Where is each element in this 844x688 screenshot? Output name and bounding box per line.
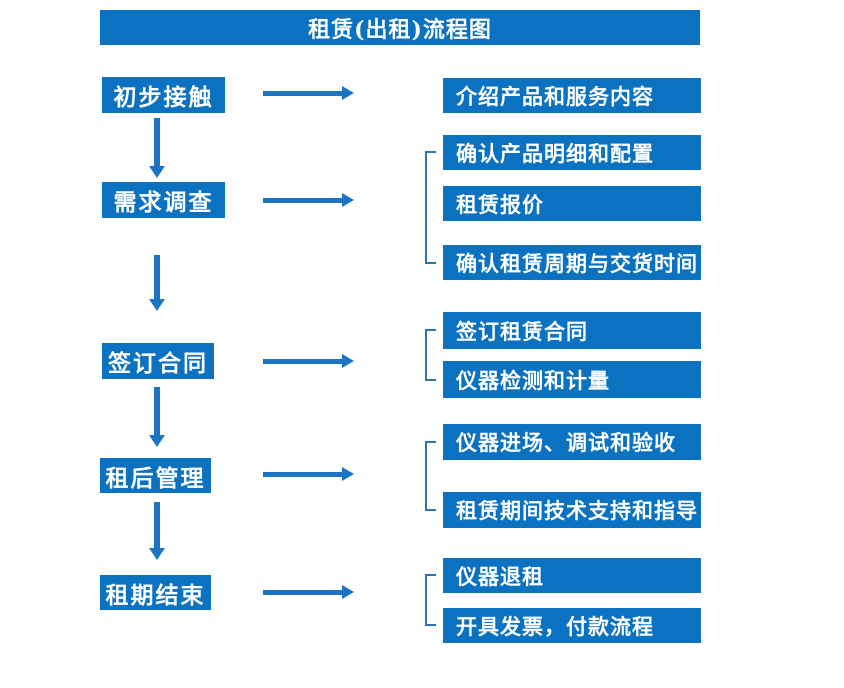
diagram-title: 租赁(出租)流程图 — [100, 10, 700, 45]
down-arrow-head-icon — [149, 435, 165, 447]
group-bracket-step-2 — [425, 151, 436, 264]
down-arrow-head-icon — [149, 299, 165, 311]
down-arrow-line — [154, 502, 160, 548]
right-arrow-head-icon — [342, 467, 354, 481]
right-arrow-head-icon — [342, 86, 354, 100]
detail-box: 介绍产品和服务内容 — [443, 78, 701, 113]
step-box-4: 租后管理 — [100, 458, 211, 493]
detail-box: 确认产品明细和配置 — [443, 135, 701, 170]
down-arrow-line — [154, 387, 160, 435]
right-arrow-head-icon — [342, 585, 354, 599]
right-arrow-line — [263, 472, 342, 477]
step-box-2: 需求调查 — [102, 182, 225, 218]
down-arrow-line — [154, 255, 160, 299]
detail-box: 仪器进场、调试和验收 — [443, 424, 701, 460]
right-arrow-line — [263, 91, 342, 96]
step-box-5: 租期结束 — [100, 575, 211, 610]
step-box-1: 初步接触 — [102, 77, 225, 113]
detail-box: 仪器退租 — [443, 558, 701, 593]
right-arrow-line — [263, 198, 342, 203]
detail-box: 开具发票，付款流程 — [443, 608, 701, 643]
detail-box: 确认租赁周期与交货时间 — [443, 245, 701, 280]
down-arrow-head-icon — [149, 166, 165, 178]
detail-box: 签订租赁合同 — [443, 312, 701, 349]
right-arrow-line — [263, 359, 342, 364]
group-bracket-step-3 — [425, 329, 436, 381]
down-arrow-line — [154, 118, 160, 166]
detail-box: 租赁期间技术支持和指导 — [443, 492, 701, 528]
group-bracket-step-4 — [425, 441, 436, 511]
detail-box: 租赁报价 — [443, 186, 701, 221]
detail-box: 仪器检测和计量 — [443, 361, 701, 398]
right-arrow-head-icon — [342, 354, 354, 368]
step-box-3: 签订合同 — [102, 343, 214, 379]
down-arrow-head-icon — [149, 548, 165, 560]
right-arrow-line — [263, 590, 342, 595]
right-arrow-head-icon — [342, 193, 354, 207]
group-bracket-step-5 — [425, 574, 436, 626]
